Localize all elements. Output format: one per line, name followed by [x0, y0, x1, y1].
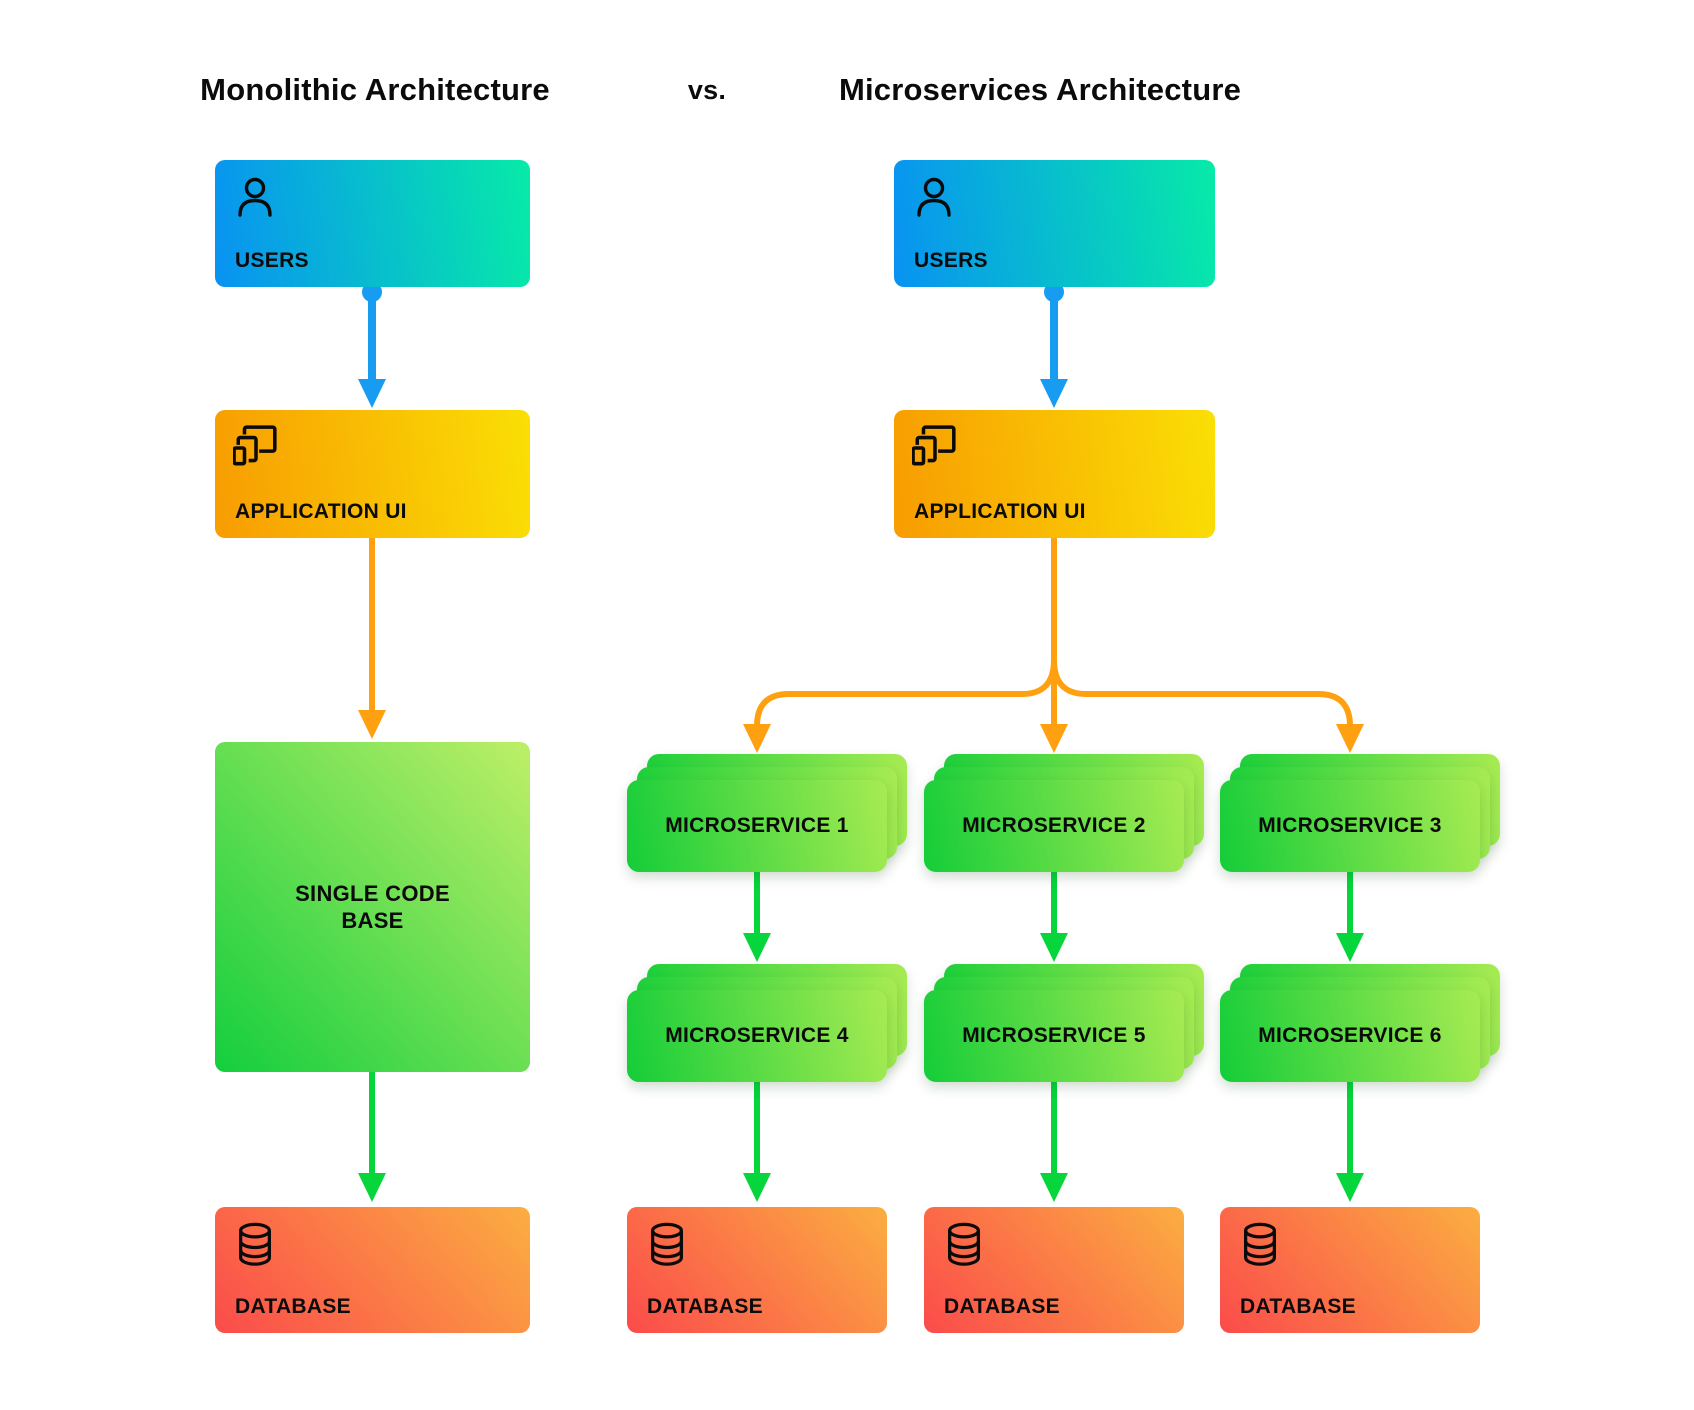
- app-windows-icon: [233, 425, 277, 466]
- microservice-2-card: MICROSERVICE 2: [924, 780, 1184, 872]
- microservice-2-label: MICROSERVICE 2: [962, 814, 1146, 837]
- micro-database-3-box: DATABASE: [1220, 1207, 1480, 1333]
- micro-database-1-box: DATABASE: [627, 1207, 887, 1333]
- microservice-5-label: MICROSERVICE 5: [962, 1024, 1146, 1047]
- microservices-title: Microservices Architecture: [838, 72, 1242, 107]
- app-windows-icon: [912, 425, 956, 466]
- mono-users-box: USERS: [215, 160, 530, 287]
- mono-users-label: USERS: [235, 249, 309, 272]
- database-icon: [238, 1222, 272, 1266]
- user-icon: [917, 177, 951, 217]
- microservice-4-label: MICROSERVICE 4: [665, 1024, 849, 1047]
- microservice-5-card: MICROSERVICE 5: [924, 990, 1184, 1082]
- micro-users-box: USERS: [894, 160, 1215, 287]
- microservice-1-stack: MICROSERVICE 1: [627, 754, 907, 872]
- database-icon: [650, 1222, 684, 1266]
- microservice-4-card: MICROSERVICE 4: [627, 990, 887, 1082]
- microservice-1-label: MICROSERVICE 1: [665, 814, 849, 837]
- microservice-3-label: MICROSERVICE 3: [1258, 814, 1442, 837]
- microservice-6-stack: MICROSERVICE 6: [1220, 964, 1500, 1082]
- microservice-2-stack: MICROSERVICE 2: [924, 754, 1204, 872]
- database-icon: [947, 1222, 981, 1266]
- microservice-4-stack: MICROSERVICE 4: [627, 964, 907, 1082]
- mono-codebase-label: SINGLE CODE BASE: [295, 880, 450, 934]
- mono-codebase-box: SINGLE CODE BASE: [215, 742, 530, 1072]
- micro-users-label: USERS: [914, 249, 988, 272]
- mono-database-label: DATABASE: [235, 1295, 351, 1318]
- mono-appui-box: APPLICATION UI: [215, 410, 530, 538]
- microservice-3-card: MICROSERVICE 3: [1220, 780, 1480, 872]
- arrows-microservices-row1-to-row2: [743, 872, 1364, 962]
- microservice-5-stack: MICROSERVICE 5: [924, 964, 1204, 1082]
- micro-appui-box: APPLICATION UI: [894, 410, 1215, 538]
- arrow-mono-users-to-appui: [358, 282, 386, 408]
- micro-database-3-label: DATABASE: [1240, 1295, 1356, 1318]
- microservice-1-card: MICROSERVICE 1: [627, 780, 887, 872]
- vs-label: vs.: [687, 75, 727, 105]
- mono-appui-label: APPLICATION UI: [235, 500, 407, 523]
- arrow-micro-users-to-appui: [1040, 282, 1068, 408]
- arrow-mono-appui-to-codebase: [358, 538, 386, 739]
- user-icon: [238, 177, 272, 217]
- microservice-6-label: MICROSERVICE 6: [1258, 1024, 1442, 1047]
- arrow-mono-codebase-to-database: [358, 1072, 386, 1202]
- micro-database-2-box: DATABASE: [924, 1207, 1184, 1333]
- micro-appui-label: APPLICATION UI: [914, 500, 1086, 523]
- database-icon: [1243, 1222, 1277, 1266]
- micro-database-1-label: DATABASE: [647, 1295, 763, 1318]
- microservice-6-card: MICROSERVICE 6: [1220, 990, 1480, 1082]
- micro-database-2-label: DATABASE: [944, 1295, 1060, 1318]
- branch-appui-to-microservices: [743, 538, 1364, 753]
- mono-database-box: DATABASE: [215, 1207, 530, 1333]
- arrows-microservices-row2-to-databases: [743, 1082, 1364, 1202]
- monolithic-title: Monolithic Architecture: [200, 72, 550, 107]
- microservice-3-stack: MICROSERVICE 3: [1220, 754, 1500, 872]
